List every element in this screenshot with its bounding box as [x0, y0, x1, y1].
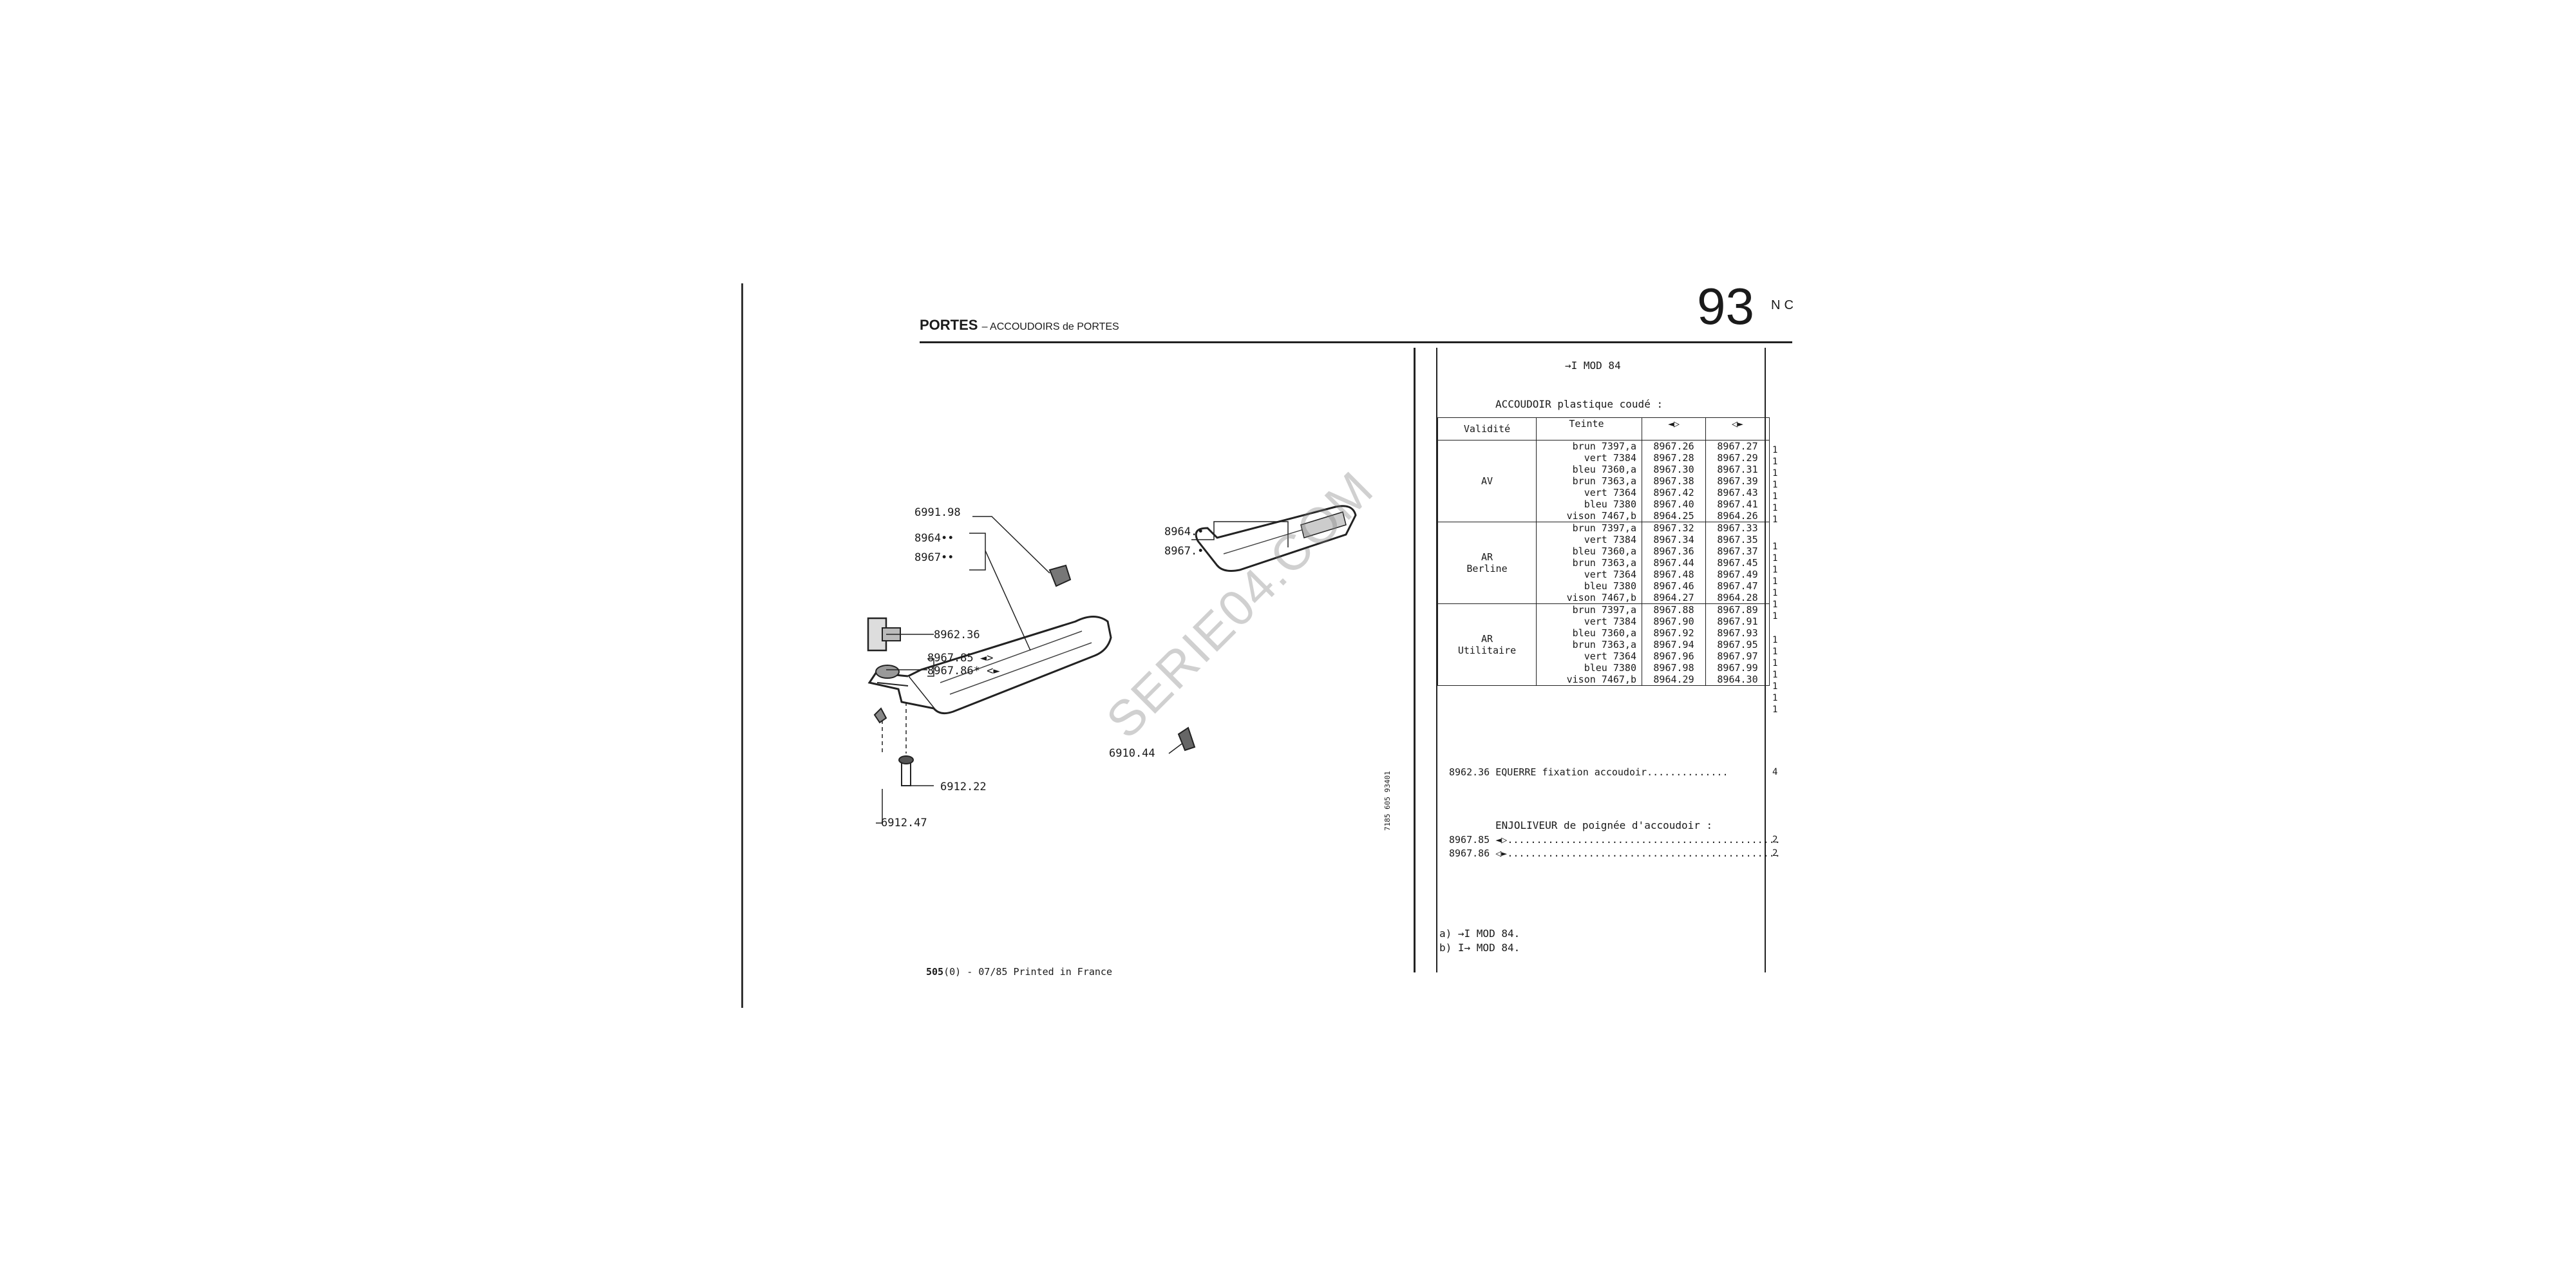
label-8962-36: 8962.36	[934, 629, 980, 641]
label-8967-86: 8967.86* <►	[927, 665, 1000, 677]
label-8967-85: 8967.85 ◄>	[927, 652, 994, 665]
footer-rest: (0) - 07/85 Printed in France	[943, 966, 1112, 978]
clip-6991-98	[1048, 564, 1072, 587]
col-tint: Teinte	[1536, 417, 1642, 440]
validity-av: AV	[1437, 440, 1537, 522]
armrest-diagram	[867, 505, 1357, 824]
enjoliveur-heading: ENJOLIVEUR de poignée d'accoudoir :	[1495, 819, 1713, 831]
page-code: NC	[1771, 298, 1797, 312]
label-6912-22: 6912.22	[940, 781, 987, 793]
col-validity: Validité	[1437, 417, 1537, 440]
title-sub: – ACCOUDOIRS de PORTES	[981, 321, 1119, 332]
enjoliveur-item-1: 8967.85 ◄▷..............................…	[1449, 834, 1781, 846]
label-8967-small: 8967.•	[1164, 545, 1204, 558]
validity-ar-berline: AR Berline	[1437, 522, 1537, 604]
label-6910-44: 6910.44	[1109, 747, 1155, 760]
table-header-row: Validité Teinte ◄▷ ◁►	[1437, 417, 1770, 440]
divider-right	[1436, 348, 1437, 972]
note-a: a) →I MOD 84.	[1439, 927, 1520, 940]
col-right: ◁►	[1705, 417, 1770, 440]
label-6991-98: 6991.98	[914, 506, 961, 519]
screw-6910-44	[1177, 726, 1196, 752]
enjoliveur-item-2: 8967.86 ◁►..............................…	[1449, 848, 1781, 859]
enjoliveur-qty-2: 2	[1772, 848, 1778, 858]
handle-cover	[875, 665, 900, 679]
scan-edge-line	[741, 283, 743, 1008]
footer-model: 505	[926, 966, 944, 978]
screw-6912-22	[898, 755, 914, 786]
panel-heading: ACCOUDOIR plastique coudé :	[1495, 398, 1663, 410]
col-left: ◄▷	[1642, 417, 1706, 440]
equerre-qty: 4	[1772, 767, 1778, 777]
screw-6912-47	[873, 707, 887, 724]
enjoliveur-qty-1: 2	[1772, 835, 1778, 845]
label-8964: 8964••	[914, 532, 954, 545]
note-b: b) I→ MOD 84.	[1439, 942, 1520, 954]
page-footer: 505(0) - 07/85 Printed in France	[926, 966, 1112, 978]
validity-ar-utilitaire: AR Utilitaire	[1437, 603, 1537, 686]
label-6912-47: 6912.47	[881, 817, 927, 829]
header-rule	[920, 341, 1792, 343]
title-main: PORTES	[920, 317, 978, 333]
divider-left	[1414, 348, 1416, 972]
side-reference: 7185 605 93401	[1383, 771, 1392, 831]
armrest-large-body	[906, 616, 1112, 715]
label-8964-small: 8964.•	[1164, 526, 1204, 538]
equerre-line: 8962.36 EQUERRE fixation accoudoir......…	[1449, 766, 1728, 778]
top-note: →I MOD 84	[1565, 359, 1621, 372]
label-8967: 8967••	[914, 551, 954, 564]
page-title: PORTES – ACCOUDOIRS de PORTES	[920, 317, 1119, 334]
page-number: 93	[1697, 278, 1754, 335]
